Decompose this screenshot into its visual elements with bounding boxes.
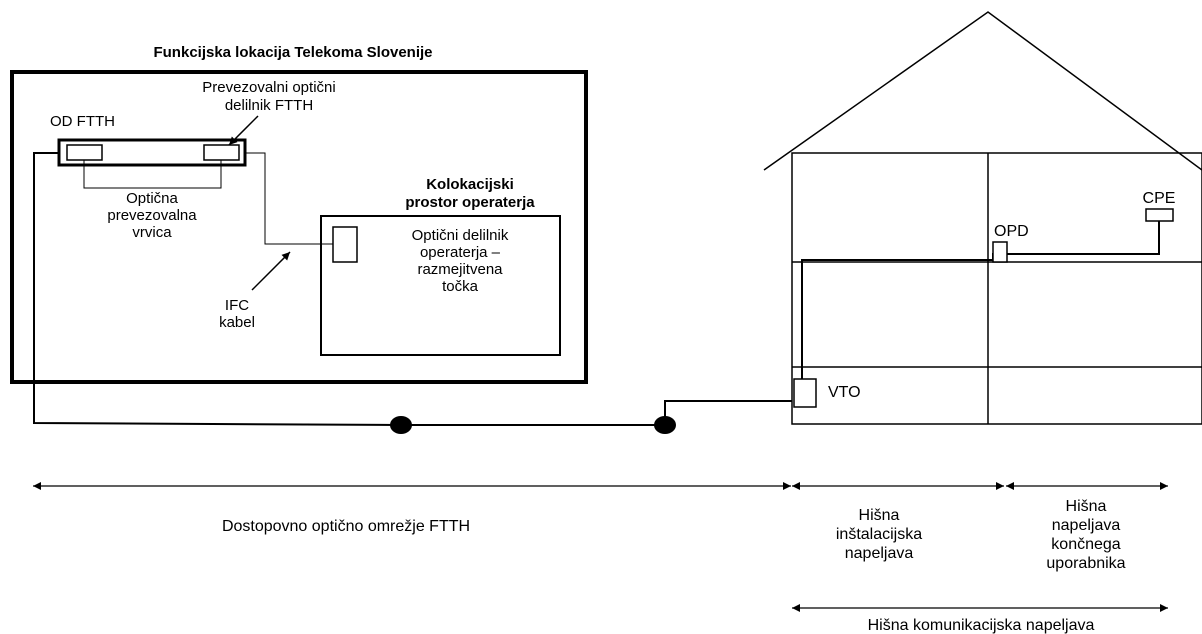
telekom-location-title: Funkcijska lokacija Telekoma Slovenije: [153, 44, 432, 61]
ifc-arrow: [251, 251, 291, 291]
enduser-label-line1: Hišna: [1066, 498, 1107, 515]
splitter-arrow: [228, 115, 259, 146]
ifc-label-line2: kabel: [219, 314, 255, 331]
patch-label-line3: vrvica: [132, 224, 172, 241]
od-port-right: [203, 144, 240, 161]
vto-box: [793, 378, 817, 408]
joint-node-2: [654, 416, 676, 434]
enduser-label-line2: napeljava: [1052, 517, 1121, 534]
opd-label: OPD: [994, 223, 1029, 240]
ifc-label-line1: IFC: [225, 297, 249, 314]
patch-label-line2: prevezovalna: [107, 207, 197, 224]
access-network-label: Dostopovno optično omrežje FTTH: [222, 518, 470, 535]
opd-box: [992, 241, 1008, 263]
cpe-box: [1145, 208, 1174, 222]
opsplit-label-line4: točka: [442, 278, 479, 295]
install-label-line3: napeljava: [845, 545, 914, 562]
colocation-label-line1: Kolokacijski: [426, 176, 514, 193]
install-label-line2: inštalacijska: [836, 526, 922, 543]
opsplit-label-line2: operaterja –: [420, 244, 501, 261]
operator-splitter: [332, 226, 358, 263]
ifc-cable: [245, 152, 333, 245]
patch-label-line1: Optična: [126, 190, 178, 207]
colocation-label-line2: prostor operaterja: [405, 194, 535, 211]
install-label-line1: Hišna: [859, 507, 900, 524]
telekom-location-box: [10, 70, 588, 384]
enduser-label-line3: končnega: [1051, 536, 1120, 553]
opsplit-label-line1: Optični delilnik: [412, 227, 509, 244]
joint-node-1: [390, 416, 412, 434]
vto-label: VTO: [828, 384, 861, 401]
house-roof: [763, 11, 1202, 171]
splitter-label-line2: delilnik FTTH: [225, 97, 313, 114]
splitter-label-line1: Prevezovalni optični: [202, 79, 335, 96]
house-body: [791, 152, 1202, 425]
od-ftth-distributor: [57, 138, 247, 167]
operator-colocation-box: [320, 215, 561, 356]
opsplit-label-line3: razmejitvena: [417, 261, 503, 278]
cpe-label: CPE: [1143, 190, 1176, 207]
house-comm-label: Hišna komunikacijska napeljava: [868, 617, 1095, 634]
od-port-left: [66, 144, 103, 161]
enduser-label-line4: uporabnika: [1046, 555, 1125, 572]
od-ftth-label: OD FTTH: [50, 113, 115, 130]
patch-cord: [83, 160, 222, 189]
inhouse-cable: [801, 220, 1160, 380]
